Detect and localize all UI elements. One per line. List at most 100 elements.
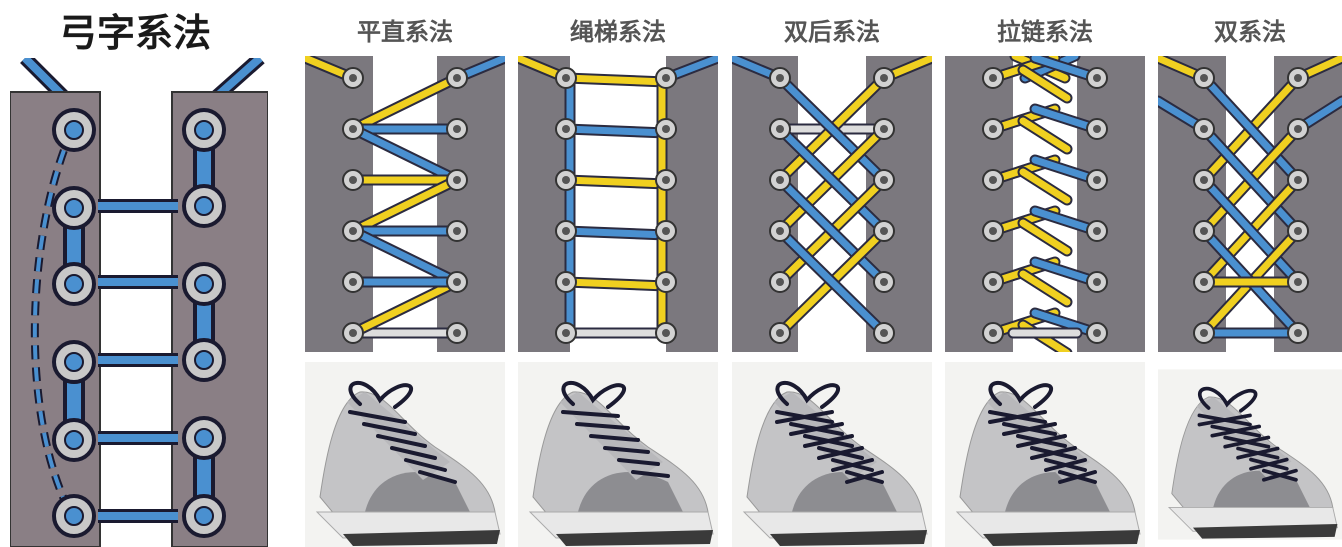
shoelace (1016, 434, 1067, 448)
shoelace (845, 470, 884, 484)
lace-segment (776, 74, 888, 184)
eyelet-hole (776, 125, 784, 133)
eyelet-hole (662, 74, 670, 82)
eyelet-hole (1093, 278, 1101, 286)
left-shoe-panel (732, 56, 798, 352)
eyelet-hole (662, 329, 670, 337)
lace-segment (349, 176, 461, 235)
eyelet-hole (1200, 176, 1208, 184)
shoelace (348, 410, 407, 424)
eyelet-hole (349, 125, 357, 133)
eyelet-hole (453, 278, 461, 286)
lace-segment (349, 74, 461, 133)
lace-segment (1019, 270, 1071, 306)
eyelet-hole (880, 176, 888, 184)
eyelet-hole (880, 278, 888, 286)
shoelace-bow (988, 380, 1054, 409)
lace-segment (562, 125, 670, 137)
eyelet-hole (776, 278, 784, 286)
eyelet-hole (662, 125, 670, 133)
lace-segment (349, 278, 461, 337)
sneaker-sole (770, 530, 927, 546)
sneaker-side-stripe (1213, 470, 1310, 508)
lace-segment (562, 176, 670, 188)
shoelace-bow (1197, 386, 1258, 413)
eyelet-hole (1200, 329, 1208, 337)
eyelet-hole (989, 227, 997, 235)
sneaker-photo-double (1158, 362, 1342, 547)
eyelet-hole (453, 329, 461, 337)
shoelace (376, 434, 427, 448)
shoelace (603, 446, 650, 454)
eyelet-hole (1093, 329, 1101, 337)
sneaker-photo-zipper (945, 362, 1145, 547)
shoelace (1002, 422, 1057, 436)
eyelet-hole (880, 227, 888, 235)
title-ladder-lacing: 绳梯系法 (570, 17, 666, 46)
double-back-lacing-diagram (732, 56, 932, 352)
lace-segment (1019, 168, 1071, 204)
lace-segment (776, 125, 888, 235)
eyelet-hole (1093, 125, 1101, 133)
straight-lacing-diagram (305, 56, 505, 352)
eyelet-hole (662, 278, 670, 286)
eyelet-hole (349, 329, 357, 337)
left-shoe-panel (518, 56, 570, 352)
sneaker-sole (983, 530, 1140, 546)
bow-lacing-diagram (10, 58, 268, 547)
eyelet-hole (1294, 176, 1302, 184)
shoelace (803, 434, 854, 448)
lace-segment (1019, 219, 1071, 255)
eyelet-hole (1200, 74, 1208, 82)
eyelet-hole (1294, 125, 1302, 133)
sneaker-photo-straight (305, 362, 505, 547)
eyelet-hole (776, 227, 784, 235)
sneaker-tongue (774, 392, 877, 480)
lace-segment (562, 278, 670, 290)
eyelet-hole (989, 125, 997, 133)
sneaker-side-stripe (578, 472, 683, 512)
eyelet-hole (562, 278, 570, 286)
shoelace (362, 422, 417, 436)
title-straight-lacing: 平直系法 (357, 17, 453, 46)
shoelace (1223, 435, 1271, 449)
eyelet-hole (1200, 125, 1208, 133)
eyelet-hole (776, 176, 784, 184)
eyelet-hole (989, 176, 997, 184)
eyelet-hole (1294, 278, 1302, 286)
shoelace (831, 458, 874, 472)
eyelet-hole (662, 227, 670, 235)
right-shoe-panel (666, 56, 718, 352)
eyelet-hole (562, 329, 570, 337)
eyelet-hole (562, 227, 570, 235)
lace-segment (562, 74, 670, 86)
title-double-lacing: 双系法 (1214, 17, 1286, 46)
shoelace (1236, 446, 1280, 460)
shoelace (817, 446, 864, 460)
shoelace (1030, 446, 1077, 460)
eyelet-hole (349, 74, 357, 82)
eyelet-hole (1294, 227, 1302, 235)
eyelet-hole (776, 329, 784, 337)
title-bow-lacing: 弓字系法 (58, 10, 211, 55)
shoelace (575, 422, 630, 430)
shoelace (390, 446, 437, 460)
eyelet-hole (453, 125, 461, 133)
right-shoe-panel (437, 56, 505, 352)
eyelet-hole (349, 176, 357, 184)
lace-segment (776, 176, 888, 286)
right-shoe-panel (866, 56, 932, 352)
eyelet-hole (453, 227, 461, 235)
eyelet-hole (562, 74, 570, 82)
eyelet-hole (453, 74, 461, 82)
eyelet-hole (989, 74, 997, 82)
sneaker-sole (343, 530, 500, 546)
shoelace (988, 410, 1047, 424)
eyelet-hole (989, 278, 997, 286)
shoelace (789, 422, 844, 436)
shoelace-bow (775, 380, 841, 409)
shoelace (631, 470, 670, 478)
title-zipper-lacing: 拉链系法 (997, 17, 1093, 46)
eyelet-hole (1093, 74, 1101, 82)
shoelace (1197, 413, 1252, 427)
